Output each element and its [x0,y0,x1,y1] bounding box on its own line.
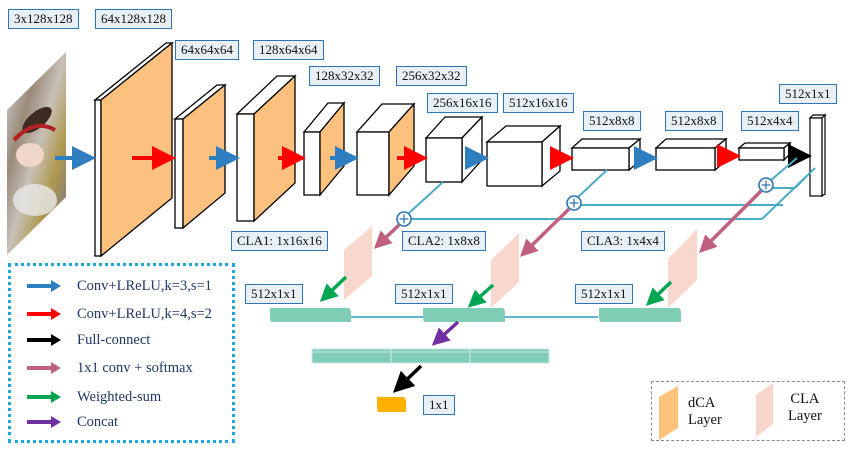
feature-map-512x8x8-b [654,137,728,172]
legend-item: 1x1 conv + softmax [27,358,193,378]
legend-item: Concat [27,412,118,432]
label-cla2: CLA2: 1x8x8 [402,231,486,251]
legend-label: Full-connect [77,331,151,348]
label-cla3: CLA3: 1x4x4 [581,231,665,251]
vector-512-2 [423,308,505,322]
legend-label: Concat [77,413,119,430]
label-vector1: 512x1x1 [245,284,303,304]
feature-map-128x32x32 [302,101,346,197]
black-arrow-icon [27,334,61,346]
add-node [758,177,774,193]
label-vector2: 512x1x1 [395,284,453,304]
dca-layer-label: dCA Layer [688,395,722,428]
feature-map-512x4x4 [737,141,792,162]
arrow-weighted-sum [467,283,495,308]
arrow-weighted-sum [645,280,673,306]
label-layer1-size: 64x128x128 [95,9,172,29]
label-layer4-size: 128x32x32 [309,66,380,86]
purple-arrow-icon [27,416,61,428]
legend-item: Conv+LReLU,k=3,s=1 [27,276,212,296]
label-vector3: 512x1x1 [575,284,633,304]
dca-layer-swatch [659,386,678,440]
feature-map-128x64x64 [235,74,297,223]
label-layer11-size: 512x1x1 [779,84,837,104]
pink-arrow-icon [27,362,61,374]
label-layer9-size: 512x8x8 [665,111,723,131]
cla-plane-3 [668,229,697,308]
label-cla1: CLA1: 1x16x16 [231,231,328,251]
legend-item: Full-connect [27,330,150,350]
blue-arrow-icon [27,280,61,292]
label-layer7-size: 512x16x16 [503,93,574,113]
cla-layer-label: CLA Layer [788,391,822,424]
legend-label: Conv+LReLU,k=4,s=2 [77,305,212,322]
cla-layer-swatch [756,383,773,437]
arrow-1x1-conv-softmax [699,189,763,253]
add-node [566,195,582,211]
label-layer10-size: 512x4x4 [741,111,799,131]
label-layer6-size: 256x16x16 [427,93,498,113]
green-arrow-icon [27,391,61,403]
label-input-size: 3x128x128 [8,9,79,29]
cla-plane-1 [344,226,372,300]
feature-map-64x64x64 [173,83,227,230]
label-layer5-size: 256x32x32 [396,66,467,86]
arrow-1x1-conv-softmax [519,207,571,257]
legend-item: Conv+LReLU,k=4,s=2 [27,304,212,324]
label-layer3-size: 128x64x64 [253,40,324,60]
arrow-concat [431,320,460,346]
label-layer2-size: 64x64x64 [175,40,239,60]
vector-512-1 [270,308,351,322]
feature-map-256x16x16 [424,115,484,184]
label-layer8-size: 512x8x8 [583,111,641,131]
feature-map-512x1x1 [808,113,827,198]
add-node [396,211,412,227]
vector-512-3 [599,308,681,322]
layer-legend [651,381,845,441]
feature-map-256x32x32 [355,102,416,197]
legend-label: 1x1 conv + softmax [77,359,193,376]
arrow-legend: Conv+LReLU,k=3,s=1 Conv+LReLU,k=4,s=2 Fu… [8,263,235,443]
feature-map-512x16x16 [485,124,562,188]
label-output: 1x1 [423,395,455,415]
legend-item: Weighted-sum [27,387,161,407]
arrow-1x1-conv-softmax [373,223,401,249]
input-image [7,52,66,255]
cla-plane-2 [491,233,519,308]
legend-label: Conv+LReLU,k=3,s=1 [77,277,212,294]
output-score [377,397,406,412]
legend-label: Weighted-sum [77,388,162,405]
arrow-weighted-sum [319,275,348,302]
red-arrow-icon [27,308,61,320]
arrow-full-connect-output [392,364,423,393]
feature-map-64x128x128 [93,41,174,258]
concat-vector [311,348,550,364]
feature-map-512x8x8 [570,137,642,172]
